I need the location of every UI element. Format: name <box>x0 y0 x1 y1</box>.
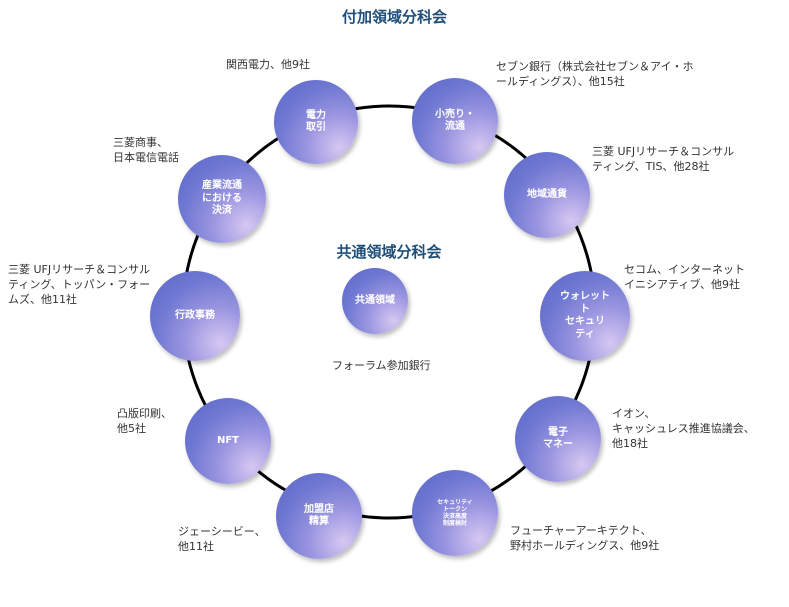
node-security-token-label: セキュリティ トークン 決済高度 制度検討 <box>437 498 473 528</box>
node-retail-distribution-label: 小売り・ 流通 <box>435 108 475 133</box>
node-merchant-settlement: 加盟店 精算 <box>276 473 362 559</box>
node-wallet-security: ウォレット ト セキュリ ティ <box>540 271 630 361</box>
merchant-settlement-members: ジェーシービー、 他11社 <box>178 525 266 553</box>
outer-subcommittee-title: 付加領域分科会 <box>341 8 447 26</box>
node-nft-label: NFT <box>216 434 240 446</box>
node-regional-currency-label: 地域通貨 <box>527 188 567 200</box>
node-security-token: セキュリティ トークン 決済高度 制度検討 <box>412 470 498 556</box>
common-area-members: フォーラム参加銀行 <box>332 359 431 372</box>
node-common-area-label: 共通領域 <box>355 294 395 306</box>
node-nft: NFT <box>185 398 271 484</box>
retail-distribution-members: セブン銀行（株式会社セブン＆アイ・ホ ールディングス）、他15社 <box>496 60 694 88</box>
node-industrial-settlement: 産業流通 における 決済 <box>178 155 266 243</box>
common-subcommittee-title: 共通領域分科会 <box>336 243 442 261</box>
industrial-settlement-members: 三菱商事、 日本電信電話 <box>113 136 179 164</box>
electronic-money-members: イオン、 キャッシュレス推進協議会、 他18社 <box>612 407 755 450</box>
electricity-trading-members: 関西電力、他9社 <box>226 58 310 71</box>
node-administrative-work-label: 行政事務 <box>175 309 215 321</box>
nft-members: 凸版印刷、 他5社 <box>117 407 172 435</box>
node-regional-currency: 地域通貨 <box>504 152 590 238</box>
node-electricity-trading-label: 電力 取引 <box>306 109 326 134</box>
administrative-work-members: 三菱 UFJリサーチ＆コンサル ティング、トッパン・フォー ムズ、他11社 <box>8 263 151 306</box>
node-electronic-money: 電子 マネー <box>515 396 601 482</box>
regional-currency-members: 三菱 UFJリサーチ＆コンサル ティング、TIS、他28社 <box>592 145 735 173</box>
node-electricity-trading: 電力 取引 <box>274 80 358 164</box>
wallet-security-members: セコム、インターネット イニシアティブ、他9社 <box>624 263 745 291</box>
node-retail-distribution: 小売り・ 流通 <box>412 78 498 164</box>
node-wallet-security-label: ウォレット ト セキュリ ティ <box>560 291 610 340</box>
node-administrative-work: 行政事務 <box>150 271 240 361</box>
node-common-area: 共通領域 <box>342 268 408 334</box>
node-electronic-money-label: 電子 マネー <box>543 426 573 451</box>
node-industrial-settlement-label: 産業流通 における 決済 <box>202 180 242 217</box>
node-merchant-settlement-label: 加盟店 精算 <box>304 503 334 528</box>
security-token-members: フューチャーアーキテクト、 野村ホールディングス、他9社 <box>510 524 660 552</box>
